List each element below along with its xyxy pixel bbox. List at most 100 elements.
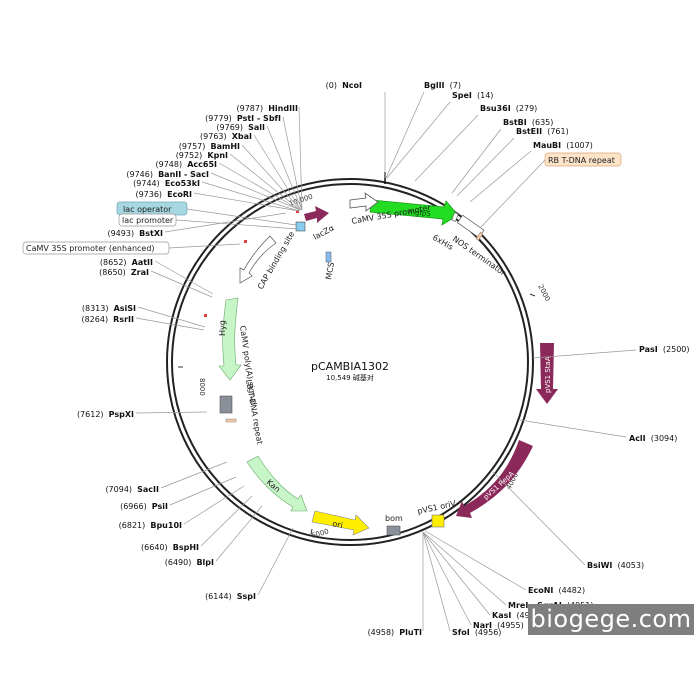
mgfp5-label: mgfp5 [408,208,431,218]
site-label: AclI (3094) [629,426,677,445]
site-bstbi: BstBI (635) [451,118,553,194]
site-leader-line [414,114,479,182]
site-name: HindIII [268,104,298,113]
site-label: PasI (2500) [639,337,690,356]
site-position: (9787) [237,104,264,113]
site-leader-line [422,531,451,632]
camv35s-enhanced-label: CaMV 35S promoter (enhanced) [26,244,155,253]
ori-arrow [311,510,370,536]
site-position: (761) [547,127,569,136]
site-name: EcoRI [167,190,192,199]
site-name: NcoI [342,81,362,90]
site-name: BglII [424,81,445,90]
site-position: (6640) [141,543,168,552]
site-econi: EcoNI (4482) [424,530,585,595]
site-bsu36i: Bsu36I (279) [414,104,538,182]
site-name: BsiWI [587,561,612,570]
site-position: (6144) [205,592,232,601]
site-name: PluTI [399,628,422,637]
site-position: (6966) [120,502,147,511]
site-label: BglII (7) [424,73,461,92]
site-leader-line [241,144,302,211]
site-position: (8313) [82,304,109,313]
camv35s-promoter-arrow [349,192,379,212]
site-rsrii: (8264) RsrII [81,307,205,331]
site-leader-line [210,172,301,211]
site-mrei-sgrai: MreI - SgrAI (4951) [422,531,594,610]
site-leader-line [150,270,213,298]
site-position: (8652) [100,258,127,267]
site-position: (7612) [77,410,104,419]
site-label: (9746) BanII - SacI [126,162,209,181]
site-name: ZraI [131,268,149,277]
tick-8000: 8000 [198,378,206,396]
site-position: (4958) [368,628,395,637]
site-label: (4958) PluTI [368,620,422,639]
rb-repeat-label: RB T-DNA repeat [548,156,615,165]
site-label: (7612) PspXI [77,402,134,421]
site-position: (9779) [205,114,232,123]
site-leader-line [193,192,300,212]
site-leader-line [135,411,208,414]
site-label: (9763) XbaI [200,124,252,143]
site-bamhi: (9757) BamHI [179,142,302,211]
vs1-staa-arrow [536,343,558,404]
site-psii: (6966) PsiI [120,476,237,511]
site-position: (9757) [179,142,206,151]
site-label: MauBI (1007) [533,133,593,152]
tick-mark-2000 [529,293,536,297]
site-bsteii: BstEII (761) [456,127,569,197]
site-blpi: (6490) BlpI [165,505,263,567]
site-name: BlpI [196,558,214,567]
watermark: biogege.com [528,604,694,635]
rb-repeat-callout: RB T-DNA repeat [479,152,622,229]
site-name: Bsu36I [480,104,511,113]
site-name: Eco53kI [165,179,200,188]
site-leader-line [137,306,206,328]
site-position: (9744) [133,179,160,188]
site-leader-line [422,531,472,626]
site-label: (8264) RsrII [81,307,134,326]
site-name: PstI - SbfI [237,114,281,123]
site-label: SpeI (14) [452,83,493,102]
site-bsiwi: BsiWI (4053) [492,471,644,570]
site-maubi: MauBI (1007) [469,133,593,203]
site-leader-line [282,116,303,211]
site-acc65i: (9748) Acc65I [156,152,301,211]
site-label: (6821) Bpu10I [119,513,182,532]
site-position: (9763) [200,132,227,141]
site-position: (279) [516,104,538,113]
lac-promoter-callout: lac promoter [118,213,299,230]
backbone-inner-ring [171,183,529,541]
lacz-label: lacZα [312,223,336,241]
site-leader-line [469,150,532,203]
site-name: SspI [237,592,256,601]
site-bglii: BglII (7) [385,73,461,179]
site-name: Bpu10I [150,521,182,530]
site-name: KpnI [207,151,228,160]
hyg-arrow [218,297,242,381]
site-position: (3094) [651,434,678,443]
site-position: (4956) [475,628,502,637]
site-sspi: (6144) SspI [205,527,294,601]
site-leader-line [451,128,502,194]
site-label: (9787) HindIII [237,96,299,115]
site-xbai: (9763) XbaI [200,124,302,211]
lacz-arrow [304,206,329,223]
site-sfoi: SfoI (4956) [422,531,502,637]
site-leader-line [218,162,301,211]
plasmid-name: pCAMBIA1302 [311,360,389,373]
site-leader-line [160,461,228,489]
site-label: (9748) Acc65I [156,152,218,171]
site-asisi: (8313) AsiSI [82,304,206,328]
site-label: (9736) EcoRI [135,182,192,201]
site-leader-line [169,476,237,506]
site-leader-line [201,181,300,212]
backbone-outer-ring [166,178,534,546]
site-label: (9779) PstI - SbfI [205,106,281,125]
site-name: RsrII [113,315,134,324]
site-name: AsiSI [114,304,136,313]
kan-arrow [246,455,308,512]
cap-site-label: CAP binding site [256,230,296,291]
site-psti-sbfi: (9779) PstI - SbfI [205,106,303,211]
